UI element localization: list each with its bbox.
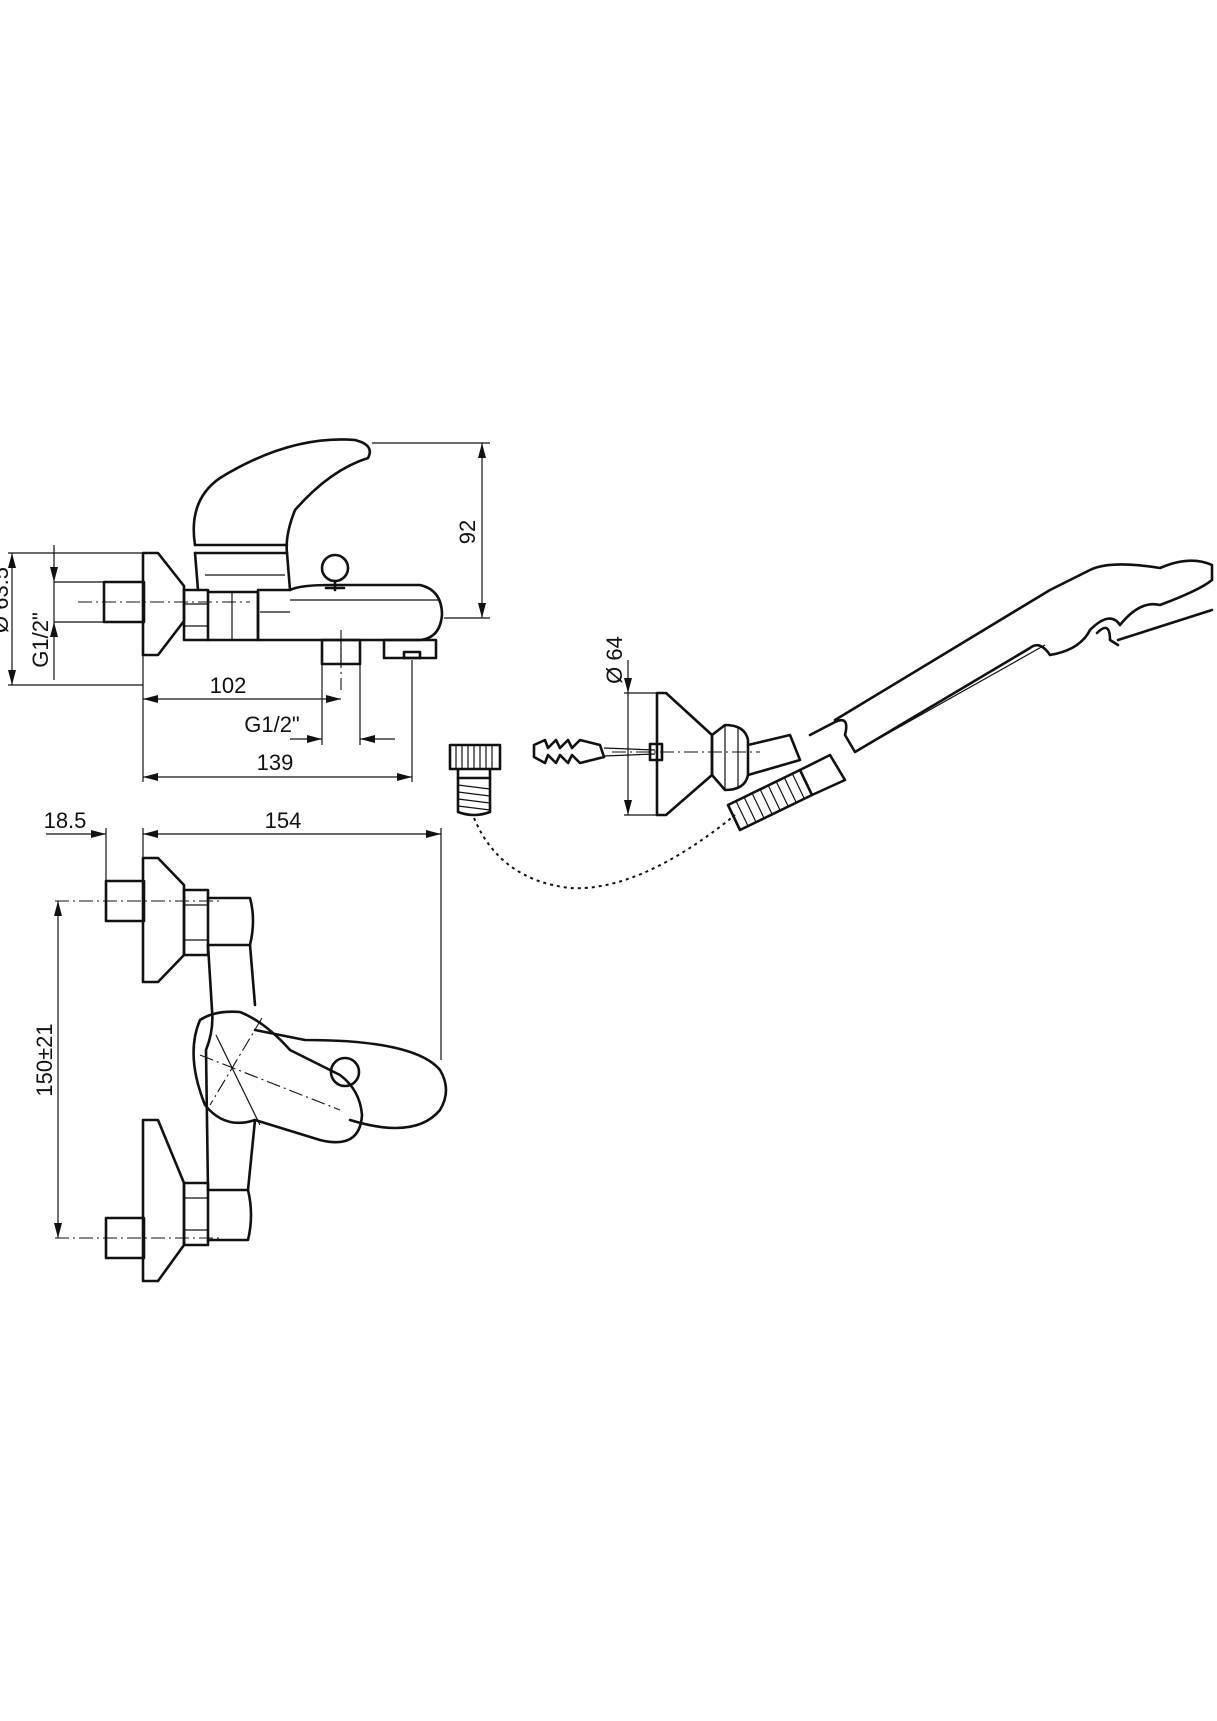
dim-dia-64: Ø 64: [602, 636, 657, 816]
mixer-side-view: [78, 438, 444, 690]
dim-thread-side: G1/2": [28, 545, 104, 680]
dim-139-label: 139: [257, 750, 294, 775]
shower-hose: [473, 814, 736, 890]
dim-thread-side-label: G1/2": [28, 612, 53, 668]
dim-18-5-label: 18.5: [44, 808, 87, 833]
shower-bracket-flange: [655, 691, 714, 817]
dim-height-92: 92: [372, 442, 490, 619]
dim-centers-150: 150±21: [32, 901, 62, 1238]
dim-dia-side-label: Ø 63.5: [0, 567, 13, 633]
dim-depth-154: 154: [143, 808, 442, 1060]
dim-154-label: 154: [265, 808, 302, 833]
dim-offset-18-5: 18.5: [44, 808, 158, 881]
dim-outlet-thread: G1/2": [244, 664, 395, 745]
dim-dia-side: Ø 63.5: [0, 552, 143, 686]
hose-coil: [726, 753, 847, 832]
mixer-top-view: [55, 856, 448, 1283]
dim-150-label: 150±21: [32, 1023, 57, 1096]
dim-outlet-thread-label: G1/2": [244, 712, 300, 737]
shower-bracket: [710, 723, 802, 792]
dim-102-label: 102: [210, 673, 247, 698]
dim-dia-64-label: Ø 64: [602, 636, 627, 684]
shower-set: [448, 559, 1214, 890]
dim-92-label: 92: [455, 520, 480, 544]
hand-shower: [808, 559, 1214, 754]
dim-width-139: 139: [143, 660, 413, 782]
dim-width-102: 102: [142, 655, 341, 782]
hose-nut: [448, 743, 502, 817]
